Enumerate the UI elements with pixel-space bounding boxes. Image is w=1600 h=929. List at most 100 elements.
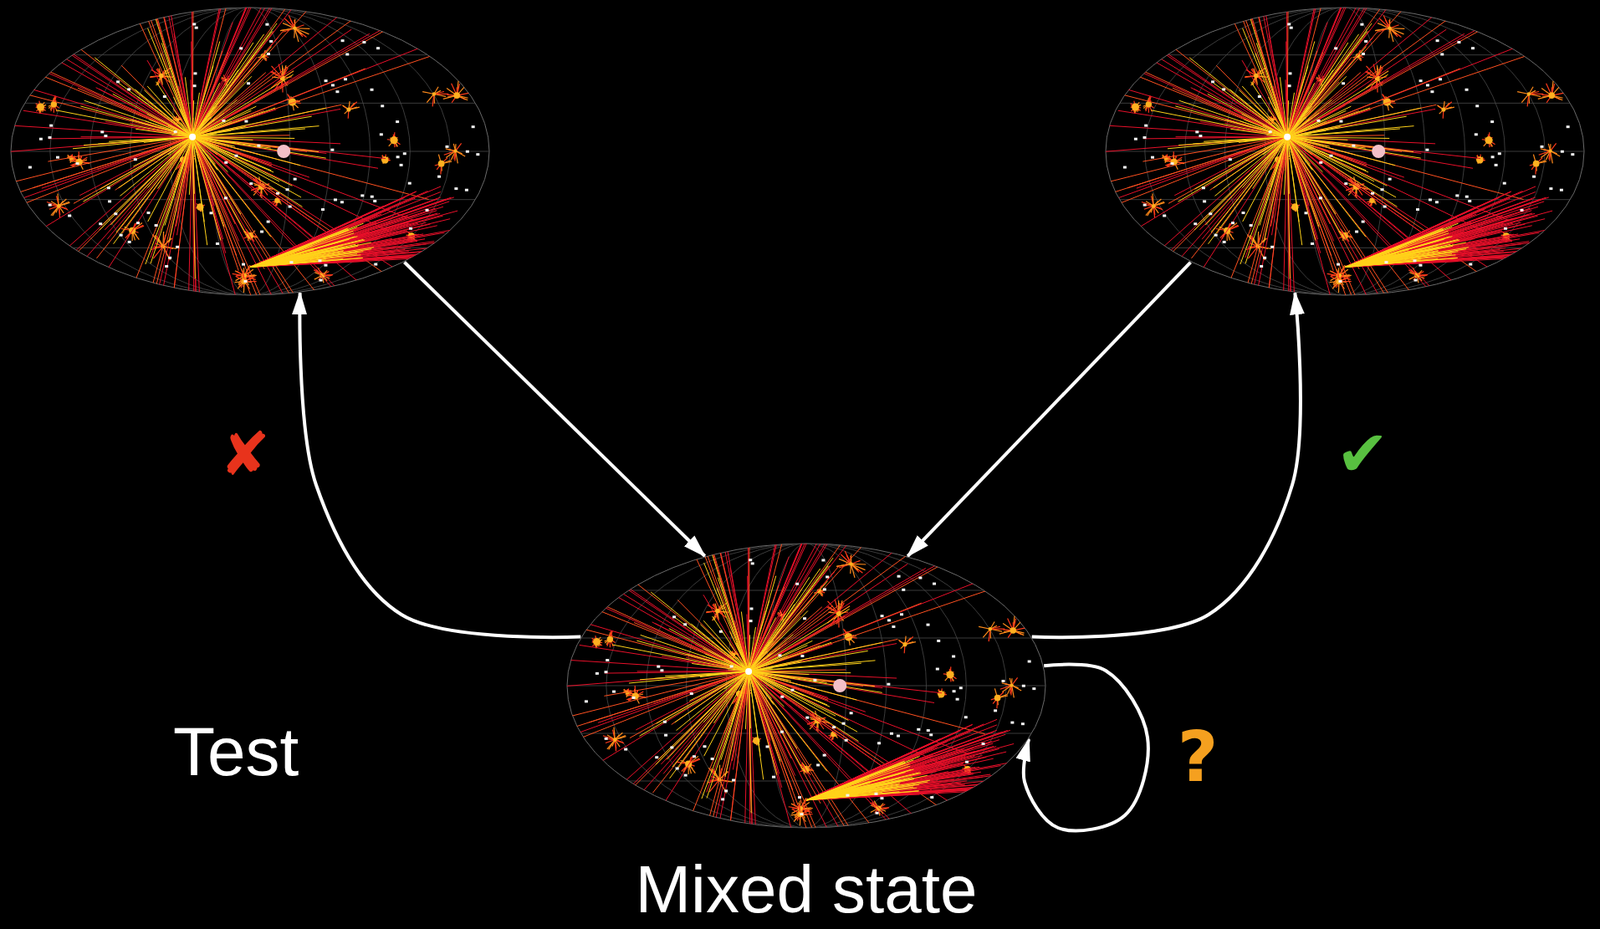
main-ray-core — [192, 137, 271, 238]
fan-ray — [1344, 191, 1536, 267]
main-ray — [1287, 137, 1378, 294]
main-ray — [1287, 137, 1388, 297]
burst-ray — [455, 151, 459, 164]
fan-ray — [1344, 197, 1547, 267]
source-dot — [28, 166, 32, 169]
main-ray-core — [192, 82, 220, 137]
main-ray-core — [1287, 42, 1349, 138]
burst-core — [438, 160, 445, 168]
main-ray — [1287, 137, 1430, 291]
main-ray — [1287, 6, 1360, 138]
burst-ray — [1538, 151, 1551, 156]
source-dot — [56, 156, 60, 159]
main-ray-core — [150, 137, 193, 265]
source-dot — [323, 264, 328, 267]
burst-core — [432, 92, 436, 96]
main-ray-core — [192, 137, 205, 223]
main-ray — [192, 137, 206, 297]
main-ray — [192, 37, 279, 138]
burst-ray — [284, 18, 295, 28]
main-ray — [120, 137, 193, 297]
main-ray — [1112, 137, 1288, 245]
main-ray-core — [1245, 137, 1288, 265]
main-ray — [24, 137, 193, 199]
main-ray-core — [1287, 23, 1372, 138]
main-ray-core — [1287, 137, 1396, 166]
fan-ray — [1344, 199, 1533, 267]
main-ray — [10, 137, 193, 227]
main-ray — [192, 137, 394, 297]
main-ray — [10, 137, 193, 162]
main-ray — [192, 6, 345, 138]
main-ray — [93, 137, 193, 297]
main-ray — [192, 6, 266, 138]
source-dot — [425, 209, 430, 212]
main-ray-core — [1287, 137, 1323, 173]
main-ray — [192, 137, 335, 291]
source-dot — [362, 40, 366, 44]
main-ray — [1104, 137, 1288, 200]
burst-ray — [432, 93, 435, 107]
source-dot — [370, 88, 374, 92]
main-ray — [192, 6, 379, 138]
main-ray-core — [148, 28, 194, 138]
source-dot — [471, 125, 476, 128]
source-dot — [103, 134, 108, 138]
main-ray-core — [145, 121, 193, 138]
main-ray — [192, 137, 318, 297]
main-ray-core — [56, 110, 193, 138]
source-dot — [266, 220, 271, 224]
source-dot — [376, 46, 380, 50]
fan-ray — [250, 191, 428, 268]
source-dot — [113, 212, 118, 215]
source-dot — [234, 154, 238, 158]
burst-ray — [288, 15, 295, 28]
fan-ray — [1344, 208, 1477, 268]
main-ray-core — [158, 137, 194, 190]
main-ray — [1287, 72, 1361, 138]
main-ray — [10, 20, 193, 137]
fan-ray — [1344, 245, 1544, 267]
burst-core — [1548, 148, 1553, 153]
main-ray-core — [184, 76, 193, 137]
main-ray — [191, 6, 193, 138]
main-ray-core — [1287, 137, 1330, 147]
main-ray-core — [1287, 137, 1303, 246]
main-ray-core — [1287, 137, 1366, 238]
source-dot — [445, 145, 450, 149]
main-ray — [192, 104, 342, 137]
main-ray — [1119, 137, 1288, 199]
main-ray — [1221, 6, 1288, 138]
source-dot — [39, 138, 43, 141]
main-ray — [192, 137, 322, 297]
burst-core — [1533, 160, 1540, 168]
burst-core — [454, 148, 458, 153]
source-dot — [373, 199, 377, 203]
source-dot — [107, 199, 112, 203]
source-dot — [324, 79, 328, 82]
source-dot — [341, 39, 345, 42]
source-dot — [269, 40, 273, 43]
source-dot — [266, 52, 271, 56]
main-ray — [191, 41, 193, 138]
main-ray — [192, 72, 266, 138]
main-ray-core — [1150, 110, 1288, 138]
main-ray — [1191, 137, 1288, 259]
main-ray-core — [1178, 137, 1288, 146]
main-ray-core — [192, 40, 220, 137]
burst-core — [292, 25, 297, 31]
source-dot — [173, 130, 178, 133]
main-ray-core — [110, 137, 193, 225]
burst-ray — [1527, 93, 1529, 107]
main-ray-core — [1203, 137, 1288, 143]
main-ray-core — [108, 137, 193, 143]
main-ray-core — [1242, 28, 1289, 138]
source-dot — [75, 162, 79, 165]
source-dot — [437, 175, 441, 179]
main-ray — [1287, 137, 1290, 297]
source-dot — [465, 150, 470, 154]
main-ray — [115, 137, 193, 191]
main-ray — [17, 137, 193, 245]
burst-ray — [1375, 28, 1391, 31]
source-dot — [98, 222, 103, 225]
